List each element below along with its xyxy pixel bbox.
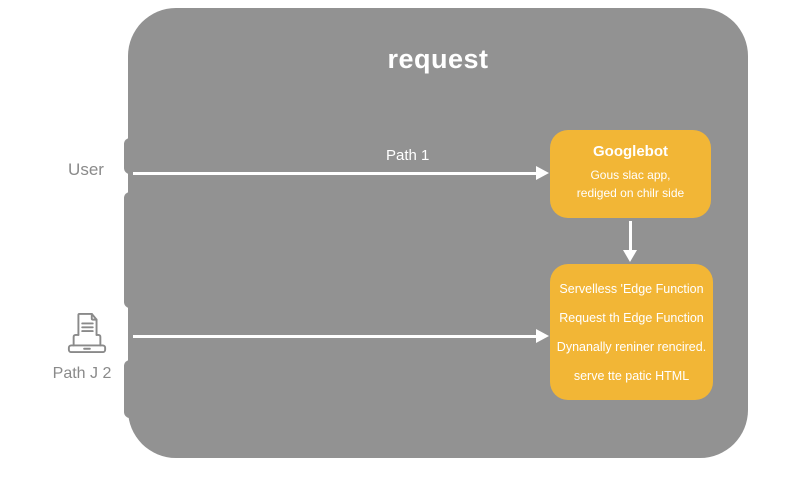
path1-label: Path 1 (386, 147, 430, 164)
node-googlebot: Googlebot Gous slac app, rediged on chil… (550, 130, 711, 218)
node-googlebot-line: rediged on chilr side (576, 186, 685, 200)
vertical-arrow-line (629, 221, 632, 251)
vertical-arrowhead-icon (623, 250, 637, 262)
node-edge-function: Servelless 'Edge Function Request th Edg… (550, 264, 713, 400)
node-edge-function-line: Servelless 'Edge Function (559, 281, 704, 296)
panel-edge-notch (124, 138, 136, 174)
document-printer-icon (67, 312, 107, 354)
path2-arrowhead-icon (536, 329, 549, 343)
node-edge-function-line: Request th Edge Function (559, 310, 704, 325)
node-edge-function-line: Dynanally reniner rencired. (556, 339, 707, 354)
path1-arrow-line (133, 172, 537, 175)
panel-edge-notch (124, 360, 136, 418)
user-label: User (68, 160, 104, 179)
path1-arrowhead-icon (536, 166, 549, 180)
path2-arrow-line (133, 335, 537, 338)
node-edge-function-line: serve tte patic HTML (573, 368, 690, 383)
node-googlebot-title: Googlebot (593, 143, 668, 160)
diagram-title: request (387, 44, 489, 74)
node-googlebot-line: Gous slac app, (590, 168, 671, 182)
path2-label: Path J 2 (52, 365, 112, 382)
panel-edge-notch (124, 192, 136, 308)
